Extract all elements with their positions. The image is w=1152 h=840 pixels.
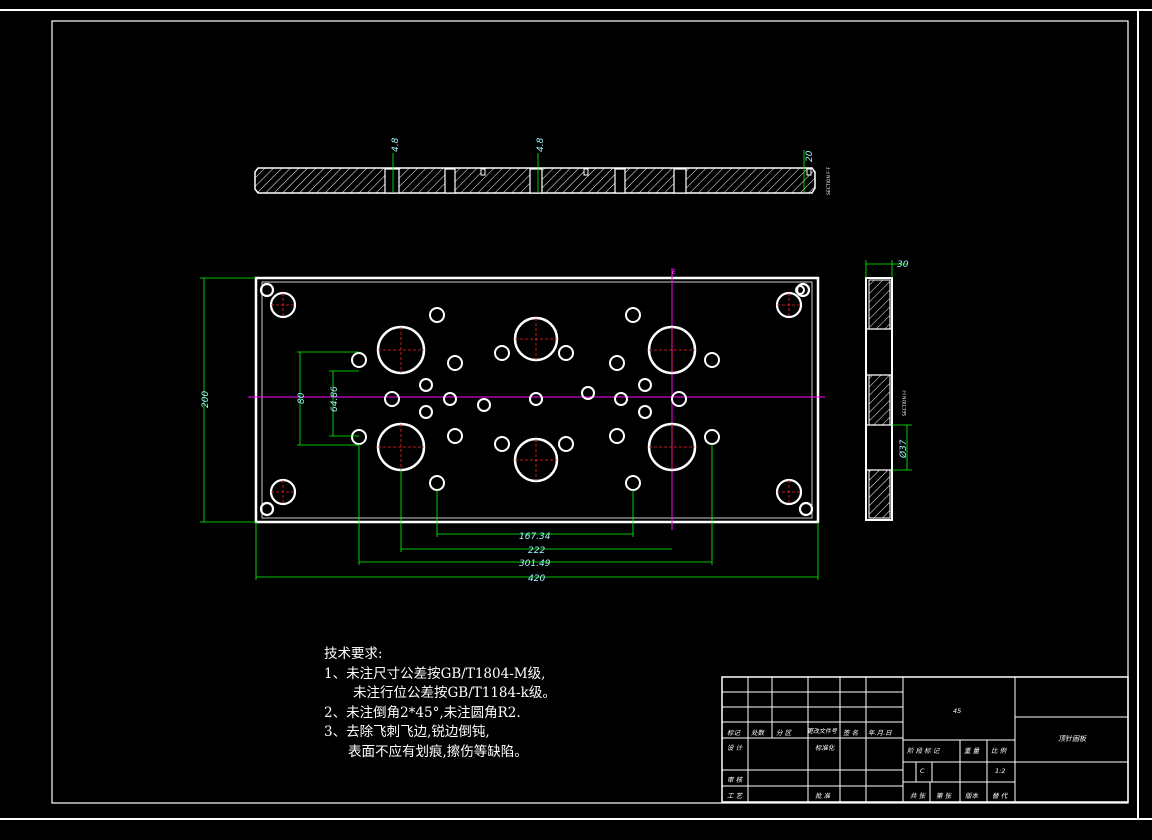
dim-side-s1: 30 [897, 260, 909, 270]
small-hole-group [351, 285, 805, 491]
tb-label-standard: 标准化 [815, 744, 835, 752]
dim-height: 200 [201, 391, 211, 408]
drawing-border [51, 20, 1129, 804]
corner-pin-hole [798, 501, 814, 517]
dim-d1: 80 [297, 392, 307, 404]
plate-inner-edge [261, 281, 813, 519]
dim-front-t2: 4.8 [536, 137, 546, 152]
front-slot [444, 168, 456, 194]
tech-req-line3b: 表面不应有划痕,擦伤等缺陷。 [348, 743, 528, 760]
front-slot [673, 168, 687, 194]
corner-pin-hole [259, 501, 275, 517]
tech-req-line3: 3、去除飞刺飞边,锐边倒钝, [324, 724, 490, 740]
tb-scale-value: 1:2 [995, 767, 1006, 775]
tb-label-design: 设 计 [727, 744, 743, 752]
tb-label-approve: 批 准 [815, 792, 831, 800]
tech-req-line1: 1、未注尺寸公差按GB/T1804-M级, [324, 665, 546, 682]
tb-label-version: 版本 [965, 792, 978, 800]
front-notch [806, 168, 812, 176]
tb-label-review: 审 核 [727, 776, 743, 784]
technical-requirements: 技术要求: 1、未注尺寸公差按GB/T1804-M级, 未注行位公差按GB/T1… [324, 645, 556, 762]
outer-frame-right [1137, 11, 1139, 818]
tb-label-date: 年.月.日 [868, 729, 892, 737]
side-section-view: 30 Ø37 SECTION I-I [865, 260, 912, 521]
part-name: 顶针固板 [1058, 735, 1086, 743]
dim-w2: 222 [528, 546, 545, 556]
front-section-view: 4.8 4.8 20 SECTION F-F [254, 137, 832, 195]
plate-top-view: 200 80 64.86 167.34 222 301.49 420 E [200, 268, 825, 584]
dim-w3: 301.49 [519, 559, 551, 569]
tb-stage-c: C [920, 767, 925, 775]
tb-label-stage-mark: 阶 段 标 记 [907, 747, 940, 755]
tb-label-sign: 签 名 [843, 729, 859, 737]
side-hatch [868, 374, 891, 426]
tb-label-zone: 分 区 [776, 729, 792, 737]
dim-w1: 167.34 [519, 532, 551, 542]
front-slot [384, 168, 400, 194]
section-label-side: SECTION I-I [902, 390, 908, 416]
tb-label-replace: 替 代 [992, 792, 1008, 800]
dim-front-t3: 20 [805, 150, 815, 162]
tb-label-mark: 标记 [727, 729, 740, 737]
front-notch [480, 168, 486, 176]
side-hatch [868, 469, 891, 519]
section-marker: E [672, 269, 676, 276]
plate-outline [254, 276, 820, 524]
outer-frame-top [0, 9, 1152, 11]
tb-label-process: 工 艺 [727, 792, 743, 800]
outer-frame-bottom [0, 818, 1152, 820]
front-slot [529, 168, 543, 194]
tb-label-change-doc: 更改文件号 [807, 728, 838, 735]
corner-pin-hole [259, 282, 275, 298]
tb-label-weight: 重 量 [964, 747, 980, 755]
front-notch [583, 168, 589, 176]
material: 45 [953, 707, 962, 715]
front-slot [614, 168, 626, 194]
tb-label-count: 处数 [751, 729, 764, 737]
dim-w4: 420 [528, 574, 545, 584]
dimension-lines [200, 277, 819, 580]
side-hatch [868, 279, 891, 330]
title-block-grid [721, 676, 1129, 803]
dim-front-t1: 4.8 [391, 137, 401, 152]
tech-req-title: 技术要求: [324, 646, 383, 662]
tech-req-line1b: 未注行位公差按GB/T1184-k级。 [353, 685, 556, 701]
hole-centermarks [271, 293, 801, 504]
tb-label-sheets-total: 共 张 [910, 792, 926, 800]
tb-label-sheet-no: 第 张 [936, 792, 952, 800]
section-label-front: SECTION F-F [826, 167, 832, 195]
tb-label-scale: 比 例 [991, 747, 1007, 755]
dim-d2: 64.86 [330, 386, 340, 412]
dim-side-s2: Ø37 [898, 439, 909, 459]
tech-req-line2: 2、未注倒角2*45°,未注圆角R2. [324, 704, 521, 721]
